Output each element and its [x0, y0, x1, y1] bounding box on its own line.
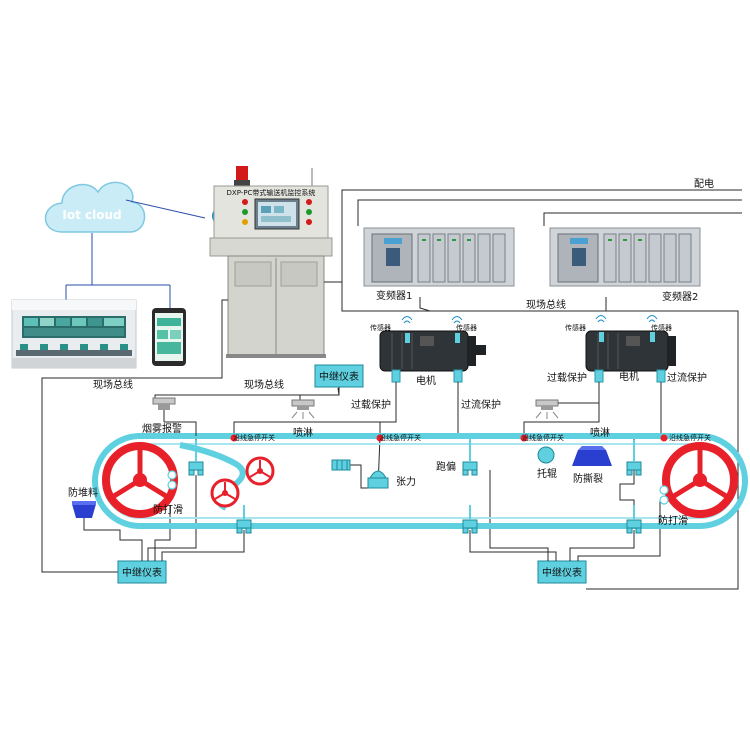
motor-1 — [379, 330, 486, 372]
pull-switch-label-3: 沿线急停开关 — [522, 433, 564, 442]
control-room-image — [11, 299, 137, 369]
relay-top: 中继仪表 — [314, 364, 364, 388]
pileup-icon — [72, 501, 96, 518]
slip-label-left: 防打滑 — [153, 503, 183, 516]
motor-1-sensor-right: 传感器 — [456, 323, 477, 332]
pileup-label: 防堆料 — [68, 486, 98, 499]
pull-switch-dots — [230, 434, 668, 442]
deviation-stems — [195, 436, 635, 520]
motor-2-sensor-right: 传感器 — [651, 323, 672, 332]
slip-icon-left — [167, 470, 177, 490]
pull-switch-label-1: 沿线急停开关 — [233, 433, 275, 442]
cloud-label: Iot cloud — [62, 208, 121, 222]
deviation-label: 跑偏 — [436, 460, 456, 473]
fieldbus-label-top: 现场总线 — [526, 298, 566, 311]
motor-2-sensor-left: 传感器 — [565, 323, 586, 332]
smoke-alarm-icon — [152, 397, 176, 410]
motor-2-label: 电机 — [619, 370, 639, 383]
tension-block — [367, 470, 389, 489]
power-lines — [341, 189, 742, 282]
pulley-small-2 — [210, 478, 240, 508]
motor-1-label: 电机 — [416, 374, 436, 387]
fieldbus-label-left: 现场总线 — [93, 378, 133, 391]
relay-top-label: 中继仪表 — [319, 370, 359, 383]
pull-switch-label-2: 沿线急停开关 — [379, 433, 421, 442]
idler-label: 托辊 — [537, 467, 557, 480]
spray-label-2: 喷淋 — [590, 426, 610, 439]
tear-label: 防撕裂 — [573, 472, 603, 485]
slip-icon-right — [659, 485, 669, 505]
pull-switch-label-4: 沿线急停开关 — [669, 433, 711, 442]
cloud-icon — [44, 181, 146, 233]
vfd-1 — [363, 227, 515, 287]
vfd-1-label: 变频器1 — [376, 289, 412, 302]
pulley-right — [662, 442, 738, 518]
smoke-wire-2 — [164, 421, 197, 436]
overcurrent-label-2: 过流保护 — [667, 371, 707, 384]
overload-label-2: 过载保护 — [547, 371, 587, 384]
overcurrent-label: 过流保护 — [461, 398, 501, 411]
spray-2-wire — [558, 402, 600, 422]
protection-lines — [233, 382, 662, 436]
spray-label-1: 喷淋 — [293, 426, 313, 439]
relay-right: 中继仪表 — [537, 560, 587, 584]
relay-left: 中继仪表 — [117, 560, 167, 584]
spray-icon-1 — [291, 399, 315, 419]
vfd-2-label: 变频器2 — [662, 290, 698, 303]
tension-label: 张力 — [396, 475, 416, 488]
spray-icon-2 — [535, 399, 559, 419]
control-cabinet: DXP-PC带式输送机监控系统 — [209, 166, 333, 358]
fieldbus-label-mid: 现场总线 — [244, 378, 284, 391]
tear-icon — [572, 446, 612, 466]
motor-2 — [585, 330, 676, 372]
slip-label-right: 防打滑 — [658, 514, 688, 527]
relay-right-label: 中继仪表 — [542, 566, 582, 579]
vfd-2 — [549, 227, 701, 287]
smoke-label: 烟雾报警 — [142, 422, 182, 435]
relay-left-label: 中继仪表 — [122, 566, 162, 579]
pulley-left — [102, 442, 178, 518]
motor-1-sensor-left: 传感器 — [370, 323, 391, 332]
cloud-group: Iot cloud — [44, 181, 146, 233]
pulley-small-1 — [245, 456, 275, 486]
conveyor-belt — [92, 433, 748, 529]
cloud-link-line — [125, 199, 206, 219]
sensors — [401, 315, 658, 343]
cabinet-screen-title: DXP-PC带式输送机监控系统 — [227, 188, 316, 197]
tension-icon — [331, 459, 351, 471]
power-label: 配电 — [694, 177, 714, 190]
overload-label: 过载保护 — [351, 398, 391, 411]
phone-image — [152, 308, 186, 366]
idler-icon — [537, 446, 555, 464]
